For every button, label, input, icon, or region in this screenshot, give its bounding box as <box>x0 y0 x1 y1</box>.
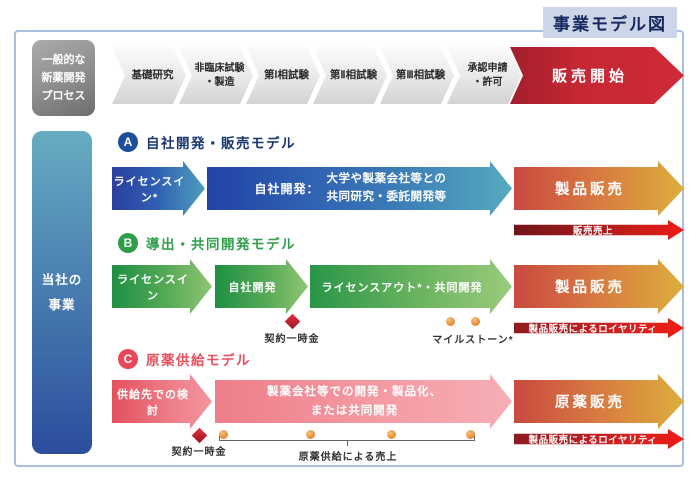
model-b-milestone-dot-icon <box>446 317 455 326</box>
model-c-title: 原薬供給モデル <box>146 353 251 368</box>
model-b-arrow-inhouse-development: 自社開発 <box>215 259 308 314</box>
diagram-title: 事業モデル図 <box>543 7 677 38</box>
model-c-result-api-sales: 原薬販売 <box>514 374 684 429</box>
model-a-result-product-sales: 製品販売 <box>514 161 684 216</box>
model-b-arrow-license-in: ライセンスイン <box>112 259 212 314</box>
model-b-arrow-license-out: ライセンスアウト*・共同開発 <box>310 259 512 314</box>
model-b-badge: B <box>118 233 138 253</box>
model-b-revenue-arrow: 製品販売によるロイヤリティ <box>514 318 684 338</box>
model-c-supply-sales-dot-icon <box>466 430 475 439</box>
model-a-arrow-prefix: 自社開発： <box>254 182 320 196</box>
model-c-supply-sales-dot-icon <box>306 430 315 439</box>
model-b-milestone-label: マイルストーン* <box>432 335 514 346</box>
model-c-revenue-arrow: 製品販売によるロイヤリティ <box>514 429 684 449</box>
model-c-arrow-pharma-development: 製薬会社等での開発・製品化、 または共同開発 <box>215 374 512 429</box>
model-c-supply-sales-label: 原薬供給による売上 <box>298 452 398 463</box>
model-a-arrow-license-in: ライセンスイン* <box>112 161 205 216</box>
model-c-header: C 原薬供給モデル <box>118 349 251 369</box>
model-c-contract-fee-label: 契約一時金 <box>171 447 227 458</box>
model-b-contract-fee-label: 契約一時金 <box>264 334 320 345</box>
model-a-arrow-text: 自社開発： 大学や製薬会社等との 共同研究・委託開発等 <box>254 171 446 207</box>
model-b-header: B 導出・共同開発モデル <box>118 233 296 253</box>
process-step-sales-launch: 販売開始 <box>510 47 684 104</box>
model-c-supply-sales-dot-icon <box>387 430 396 439</box>
model-c-supply-sales-dot-icon <box>219 430 228 439</box>
supply-sales-bracket <box>219 436 475 441</box>
model-a-arrow-detail: 大学や製薬会社等との 共同研究・委託開発等 <box>326 172 447 203</box>
model-a-arrow-inhouse-development: 自社開発： 大学や製薬会社等との 共同研究・委託開発等 <box>207 161 512 216</box>
diagram-frame <box>14 30 684 467</box>
model-a-badge: A <box>118 132 138 152</box>
general-process-label: 一般的な 新薬開発 プロセス <box>32 40 95 116</box>
model-b-result-product-sales: 製品販売 <box>514 259 684 314</box>
model-b-title: 導出・共同開発モデル <box>146 237 296 252</box>
supply-sales-bracket-tick <box>347 441 348 446</box>
model-c-badge: C <box>118 349 138 369</box>
model-b-milestone-dot-icon <box>471 317 480 326</box>
model-c-arrow-supply-review: 供給先での検討 <box>112 374 212 429</box>
model-a-header: A 自社開発・販売モデル <box>118 132 296 152</box>
model-a-revenue-arrow: 販売売上 <box>514 220 684 240</box>
model-a-title: 自社開発・販売モデル <box>146 136 296 151</box>
our-business-sidebar: 当社の 事業 <box>32 131 92 454</box>
